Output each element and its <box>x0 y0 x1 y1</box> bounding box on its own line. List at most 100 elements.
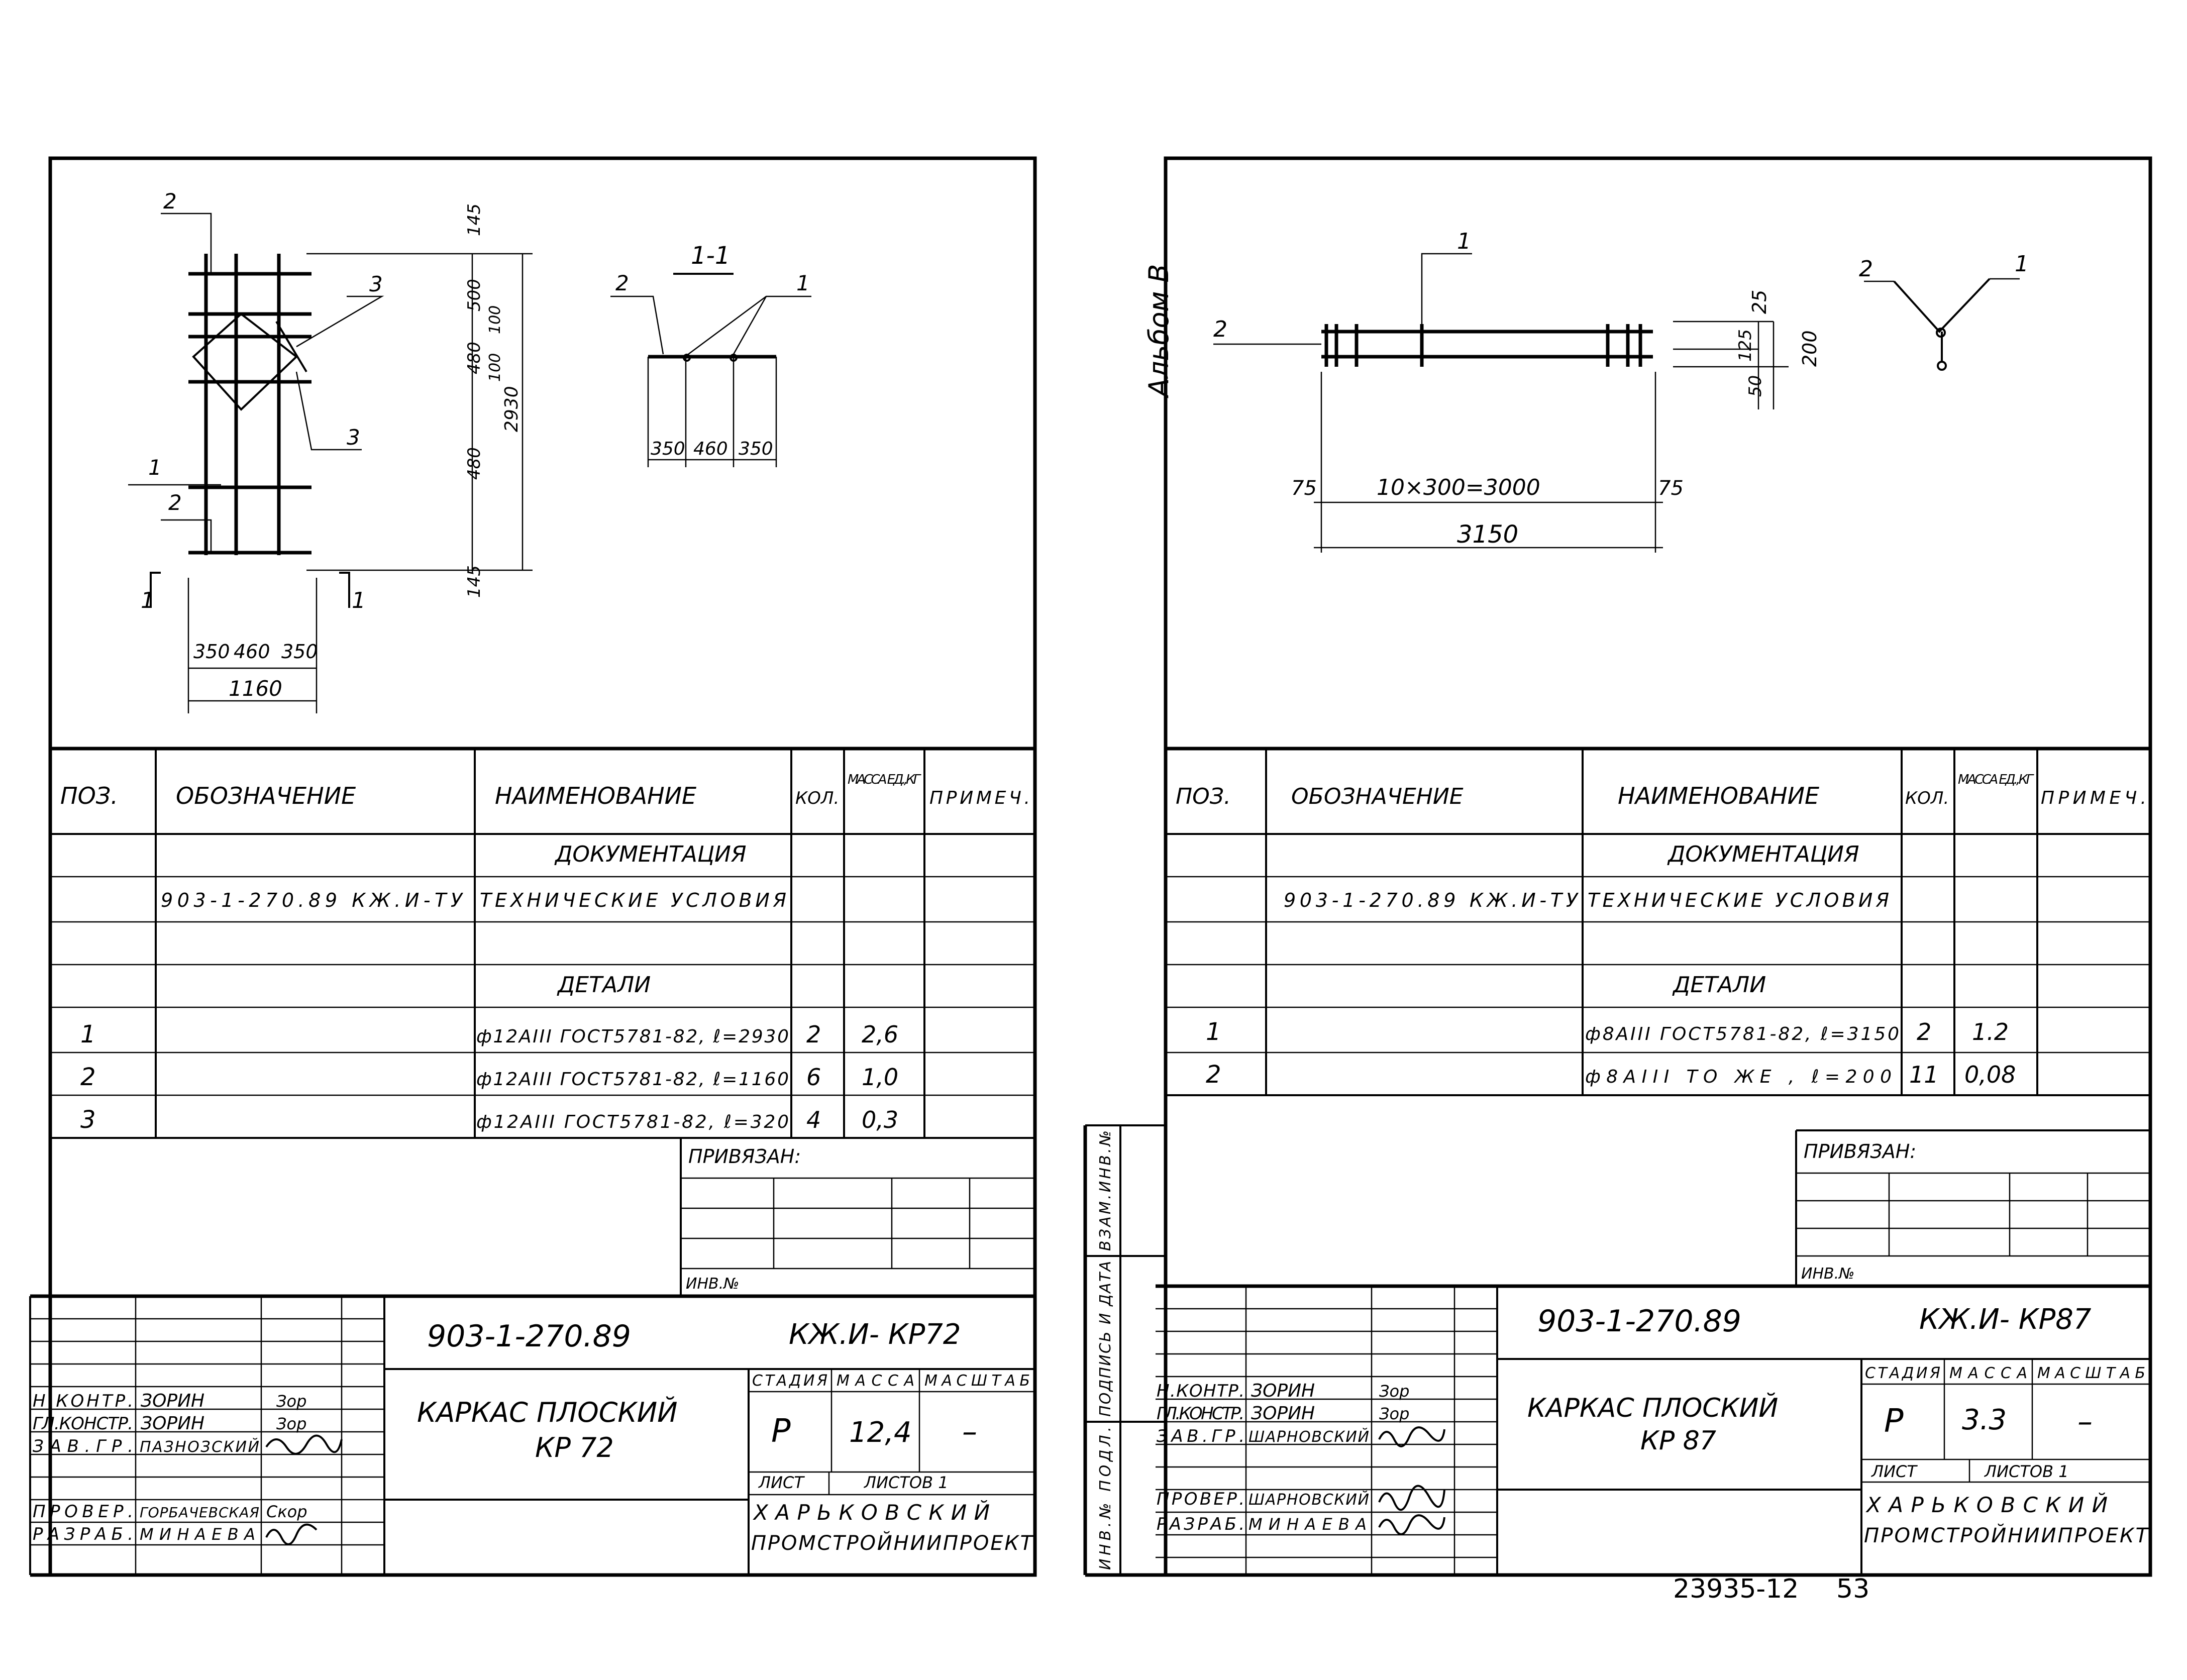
right-row-6-pos: 2 <box>1206 1061 1221 1089</box>
left-dim-right-1: 145 <box>464 203 484 236</box>
left-sign-2: Зор <box>276 1414 306 1433</box>
right-dim-total: 3150 <box>1457 520 1518 549</box>
right-row-2-name: ТЕХНИЧЕСКИЕ УСЛОВИЯ <box>1588 889 1889 911</box>
right-row-5-name: ф8АIII ГОСТ5781-82, ℓ=3150 <box>1585 1024 1899 1044</box>
right-row-5-qty: 2 <box>1917 1018 1931 1045</box>
right-side-stamp-grid <box>1083 1124 1166 1577</box>
right-row-6-qty: 11 <box>1909 1061 1939 1088</box>
right-dim-end-left: 75 <box>1291 477 1317 500</box>
section-mark-right: 1 <box>352 588 366 613</box>
left-title-block-grid <box>29 1294 1035 1577</box>
right-leader-2: 2 <box>1213 317 1227 342</box>
right-row-2-designation: 903-1-270.89 КЖ.И-ТУ <box>1284 889 1579 911</box>
left-hdr-pos: ПОЗ. <box>60 782 118 809</box>
right-role-2: ГЛ.КОНСТР. <box>1157 1404 1244 1424</box>
right-signature-5 <box>1378 1514 1445 1535</box>
right-name-3: ШАРНОВСКИЙ <box>1248 1428 1369 1446</box>
left-stage-value: Р <box>771 1413 791 1450</box>
left-row-7-pos: 3 <box>80 1106 96 1134</box>
right-hdr-note: ПРИМЕЧ. <box>2041 788 2146 808</box>
left-sign-4: Скор <box>266 1502 307 1521</box>
right-section-label-1: 1 <box>2015 251 2029 277</box>
left-section-dim-2: 460 <box>693 439 728 459</box>
right-doc-code: КЖ.И- КР87 <box>1919 1303 2092 1336</box>
right-org-line2: ПРОМСТРОЙНИИПРОЕКТ <box>1864 1523 2150 1547</box>
right-hdr-qty: КОЛ. <box>1905 788 1949 808</box>
right-scale-value: – <box>2077 1404 2093 1439</box>
right-org-line1: ХАРЬКОВСКИЙ <box>1865 1492 2108 1517</box>
right-role-1: Н.КОНТР. <box>1157 1381 1244 1401</box>
right-name-4: ШАРНОВСКИЙ <box>1248 1491 1369 1509</box>
right-inv-no-label: ИНВ.№ <box>1801 1265 1854 1283</box>
left-dim-right-4: 480 <box>464 447 484 480</box>
left-leader-2-bottom: 2 <box>168 490 182 515</box>
left-row-4-name: ДЕТАЛИ <box>557 972 651 998</box>
right-spec-table-grid <box>1166 749 2150 1096</box>
right-sheet-label: ЛИСТ <box>1871 1462 1918 1481</box>
left-mass-value: 12,4 <box>849 1416 912 1449</box>
left-privyazan-grid <box>680 1138 1035 1296</box>
right-row-1-name: ДОКУМЕНТАЦИЯ <box>1667 842 1859 867</box>
left-hdr-designation: ОБОЗНАЧЕНИЕ <box>176 782 356 809</box>
right-hdr-mass: МАССА ЕД.,КГ <box>1958 772 2035 787</box>
left-hdr-mass: МАССА ЕД.,КГ <box>848 772 922 787</box>
left-name-5: МИНАЕВА <box>140 1525 255 1544</box>
left-row-7-mass: 0,3 <box>862 1106 898 1133</box>
left-row-7-name: ф12АIII ГОСТ5781-82, ℓ=320 <box>476 1112 789 1132</box>
left-row-6-name: ф12АIII ГОСТ5781-82, ℓ=1160 <box>476 1069 789 1090</box>
right-role-3: ЗАВ.ГР. <box>1157 1426 1244 1446</box>
right-mass-label: МАССА <box>1949 1364 2027 1382</box>
left-row-1-name: ДОКУМЕНТАЦИЯ <box>554 842 747 867</box>
right-dim-2: 125 <box>1735 329 1755 362</box>
left-cage-drawing <box>128 213 533 713</box>
left-row-6-pos: 2 <box>80 1063 96 1091</box>
left-role-5: РАЗРАБ. <box>33 1524 133 1544</box>
right-dim-1: 25 <box>1748 290 1771 314</box>
left-scale-value: – <box>962 1414 977 1449</box>
left-row-5-name: ф12АIII ГОСТ5781-82, ℓ=2930 <box>476 1026 789 1047</box>
right-sign-2: Зор <box>1379 1404 1409 1423</box>
right-title-line2: КР 87 <box>1640 1426 1716 1456</box>
left-section-view <box>610 273 811 467</box>
left-leader-2-top: 2 <box>163 189 177 214</box>
left-row-5-pos: 1 <box>80 1020 96 1048</box>
left-dim-bottom-1: 350 <box>193 641 230 663</box>
right-hdr-pos: ПОЗ. <box>1176 784 1231 809</box>
right-name-1: ЗОРИН <box>1251 1381 1315 1401</box>
album-label: Альбом В <box>1143 264 1175 398</box>
left-row-7-qty: 4 <box>806 1106 821 1133</box>
right-row-5-pos: 1 <box>1206 1018 1221 1046</box>
right-dim-spacing: 10×300=3000 <box>1377 475 1540 500</box>
right-row-6-mass: 0,08 <box>1964 1061 2016 1088</box>
left-row-5-mass: 2,6 <box>862 1021 898 1048</box>
left-title-line2: КР 72 <box>535 1432 614 1463</box>
left-hdr-note: ПРИМЕЧ. <box>929 788 1030 808</box>
right-leader-1: 1 <box>1457 229 1471 254</box>
left-section-label-1: 1 <box>796 271 810 295</box>
right-dim-3: 50 <box>1745 375 1765 397</box>
section-mark-left: 1 <box>141 588 155 613</box>
left-section-label-2: 2 <box>615 271 629 295</box>
right-dim-end-right: 75 <box>1658 477 1684 500</box>
left-row-6-qty: 6 <box>806 1064 821 1091</box>
right-stage-value: Р <box>1884 1403 1904 1440</box>
left-sheet-label: ЛИСТ <box>758 1473 805 1492</box>
right-stage-label: СТАДИЯ <box>1865 1364 1940 1382</box>
left-leader-3-bottom: 3 <box>347 425 360 450</box>
left-org-line1: ХАРЬКОВСКИЙ <box>753 1500 990 1525</box>
left-stage-label: СТАДИЯ <box>752 1372 827 1390</box>
right-title-block-grid <box>1156 1284 2150 1575</box>
right-stamp-2: ПОДПИСЬ И ДАТА <box>1097 1261 1114 1417</box>
left-row-2-designation: 903-1-270.89 КЖ.И-ТУ <box>161 889 464 911</box>
right-section-label-2: 2 <box>1859 256 1873 282</box>
left-role-3: ЗАВ.ГР. <box>33 1436 133 1456</box>
left-dim-bottom-2: 460 <box>234 641 270 663</box>
left-row-2-name: ТЕХНИЧЕСКИЕ УСЛОВИЯ <box>480 889 786 911</box>
page-number: 53 <box>1836 1574 1869 1604</box>
right-stamp-3: ИНВ.№ ПОДЛ. <box>1097 1427 1114 1570</box>
left-role-2: ГЛ.КОНСТР. <box>33 1414 133 1434</box>
left-sheets-label: ЛИСТОВ 1 <box>864 1473 949 1492</box>
left-dim-right-small-1: 100 <box>486 305 504 334</box>
left-title-line1: КАРКАС ПЛОСКИЙ <box>417 1397 678 1428</box>
left-dim-right-small-2: 100 <box>486 353 504 382</box>
